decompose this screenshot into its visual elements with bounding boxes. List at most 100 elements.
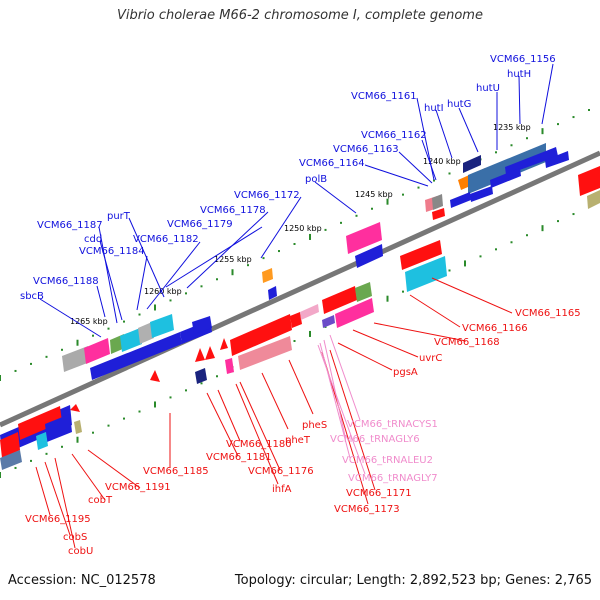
genome-summary-text: Topology: circular; Length: 2,892,523 bp… [234,573,592,588]
tick-mark [464,260,466,267]
rna-label: VCM66_tRNALEU2 [342,455,433,466]
gene-label: VCM66_1165 [515,308,581,319]
tick-mark [402,290,404,293]
tick-mark [107,424,110,427]
tick-mark [200,285,203,288]
tick-mark [448,172,451,175]
gene-label: VCM66_1161 [351,91,417,102]
tick-mark [402,193,404,196]
tick-mark [185,292,187,295]
tick-mark [417,186,420,189]
gene-label: cobT [88,495,113,506]
tick-mark [45,355,48,358]
map-title: Vibrio cholerae M66-2 chromosome I, comp… [117,8,483,23]
kbp-scale: 1235 kbp 1240 kbp 1245 kbp 1250 kbp 1255… [70,123,531,326]
tick-mark [262,257,265,260]
tick-mark [92,431,94,434]
gene-label: VCM66_1191 [105,482,171,493]
rna-label: VCM66_tRNAGLY6 [330,434,420,445]
tick-mark [0,472,1,478]
gene-label: VCM66_1166 [462,323,528,334]
gene-label: VCM66_1195 [25,514,91,525]
tick-mark [495,151,497,154]
kbp-label: 1255 kbp [214,255,252,264]
tick-mark [14,466,17,469]
gene-label: VCM66_1187 [37,220,103,231]
tick-mark [154,304,156,311]
tick-mark [200,382,203,385]
tick-mark [14,369,17,372]
gene-label: uvrC [419,353,442,364]
gene-label: VCM66_1184 [79,246,145,257]
tick-mark [76,339,79,346]
gene-label: VCM66_1156 [490,54,556,65]
rna-label: VCM66_tRNACYS1 [347,419,438,430]
genome-backbone [0,150,600,428]
feature-track-lower [0,240,447,470]
kbp-label: 1235 kbp [493,123,531,132]
gene-label: hutG [447,99,471,110]
gene-label: polB [305,174,327,185]
tick-mark [309,330,311,337]
gene-label: VCM66_1162 [361,130,427,141]
forward-gene-labels: VCM66_1156 hutH hutU hutG hutI VCM66_116… [20,54,556,338]
gene-label: cobS [63,532,87,543]
tick-mark [309,233,311,240]
gene-label: VCM66_1178 [200,205,266,216]
kbp-label: 1265 kbp [70,317,108,326]
tick-mark [169,299,172,302]
tick-mark [526,137,528,140]
tick-mark [216,375,218,378]
tick-mark [231,269,234,276]
gene-label: hutH [507,69,531,80]
gene-label: VCM66_1179 [167,219,233,230]
gene-label: VCM66_1164 [299,158,365,169]
gene-label: VCM66_1182 [133,234,199,245]
tick-mark [138,410,141,413]
gene-label: purT [107,211,131,222]
tick-mark [61,348,63,351]
tick-mark [61,445,63,448]
tick-mark [216,278,218,281]
gene-label: VCM66_1181 [206,452,272,463]
gene-label: VCM66_1168 [434,337,500,348]
gene-label: hutI [424,103,444,114]
gene-label: ihfA [272,484,292,495]
tick-mark [510,144,513,147]
tick-mark [557,123,559,126]
rna-gene-labels: VCM66_tRNACYS1 VCM66_tRNAGLY6 VCM66_tRNA… [317,334,438,484]
tick-mark [557,220,559,223]
gene-label: cobU [68,546,93,557]
tick-mark [495,248,497,251]
tick-mark [123,417,125,420]
tick-mark [45,452,48,455]
tick-mark [76,436,79,443]
gene-label: VCM66_1188 [33,276,99,287]
tick-mark [185,389,187,392]
tick-mark [123,320,125,323]
feature-track-upper [62,143,600,384]
tick-mark [526,234,528,237]
tick-mark [107,327,110,330]
tick-mark [30,362,32,365]
tick-mark [541,128,544,135]
tick-mark [30,459,32,462]
tick-mark [448,269,451,272]
gene-label: pheS [302,420,327,431]
tick-mark [588,109,590,112]
tick-mark [278,250,280,253]
tick-mark [572,116,575,119]
gene-label: hutU [476,83,500,94]
tick-mark [433,179,435,182]
tick-mark [0,375,1,381]
tick-mark [386,198,389,205]
gene-label: VCM66_1172 [234,190,300,201]
gene-label: VCM66_1176 [248,466,314,477]
kbp-label: 1250 kbp [284,224,322,233]
tick-mark [138,313,141,316]
tick-mark [510,241,513,244]
gene-label: VCM66_1185 [143,466,209,477]
tick-mark [247,264,249,267]
gene-label: VCM66_1163 [333,144,399,155]
